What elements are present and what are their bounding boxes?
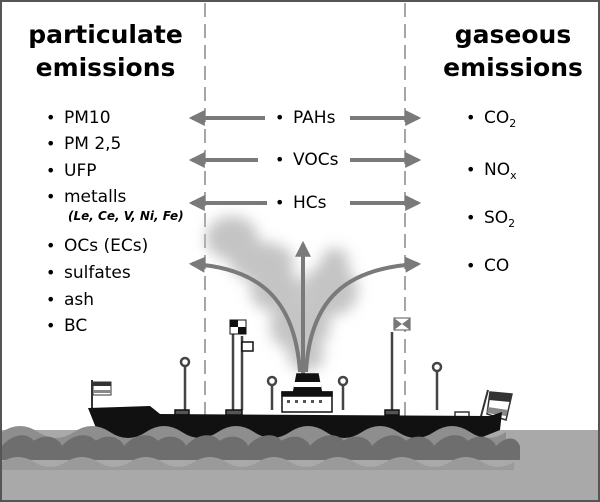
bullet: • (46, 134, 56, 153)
list-item: • BC (46, 316, 87, 336)
list-item: • PM 2,5 (46, 134, 121, 154)
bullet: • (46, 316, 56, 335)
heading-line: emissions (35, 53, 176, 82)
item-subscript: x (510, 169, 517, 182)
item-label: BC (64, 316, 88, 336)
item-label: ash (64, 290, 95, 310)
gaseous-emissions-heading: gaseous emissions (428, 18, 598, 84)
list-item: • ash (46, 290, 94, 310)
metals-note: (Le, Ce, V, Ni, Fe) (68, 209, 184, 223)
bullet: • (46, 263, 56, 282)
item-label: NO (484, 160, 511, 180)
list-item: • CO2 (466, 108, 516, 130)
small-flag (241, 341, 254, 352)
list-item: • CO (466, 256, 509, 278)
item-label: SO (484, 208, 509, 228)
bullet: • (46, 236, 56, 255)
list-item: • UFP (46, 161, 96, 181)
bullet: • (46, 187, 56, 206)
list-item: • PM10 (46, 108, 111, 128)
heading-line: particulate (28, 20, 183, 49)
list-item: • metalls (46, 187, 126, 207)
bullet: • (466, 208, 476, 227)
smoke-plume (206, 216, 358, 371)
bullet: • (275, 193, 285, 212)
ship-flags (91, 317, 513, 421)
bullet: • (466, 160, 476, 179)
bullet: • (275, 150, 285, 169)
item-subscript: 2 (508, 217, 516, 230)
item-label: CO (484, 256, 510, 276)
bullet: • (46, 108, 56, 127)
arrow-funnel-right (304, 256, 422, 373)
list-item: • SO2 (466, 208, 515, 230)
item-label: UFP (64, 161, 97, 181)
item-label: HCs (293, 193, 327, 213)
item-label: PAHs (293, 108, 336, 128)
item-label: PM10 (64, 108, 111, 128)
list-item: • sulfates (46, 263, 131, 283)
waves (2, 426, 520, 470)
list-item: • PAHs (275, 108, 335, 128)
item-subscript: 2 (509, 117, 517, 130)
heading-line: emissions (443, 53, 583, 82)
heading-line: gaseous (454, 20, 572, 49)
emission-arrows (188, 110, 422, 375)
bullet: • (46, 290, 56, 309)
list-item: • HCs (275, 193, 327, 213)
particulate-emissions-heading: particulate emissions (18, 18, 193, 84)
item-label: VOCs (293, 150, 339, 170)
item-label: metalls (64, 187, 127, 207)
bullet: • (275, 108, 285, 127)
ship-masts (179, 332, 443, 410)
bullet: • (466, 108, 476, 127)
item-label: OCs (ECs) (64, 236, 149, 256)
ship-superstructure (174, 373, 470, 419)
bullet: • (466, 256, 476, 275)
item-label: CO (484, 108, 510, 128)
item-label: PM 2,5 (64, 134, 122, 154)
bullet: • (46, 161, 56, 180)
list-item: • VOCs (275, 150, 338, 170)
arrow-funnel-left (188, 256, 302, 373)
list-item: • NOx (466, 160, 517, 182)
list-item: • OCs (ECs) (46, 236, 148, 256)
item-label: sulfates (64, 263, 131, 283)
